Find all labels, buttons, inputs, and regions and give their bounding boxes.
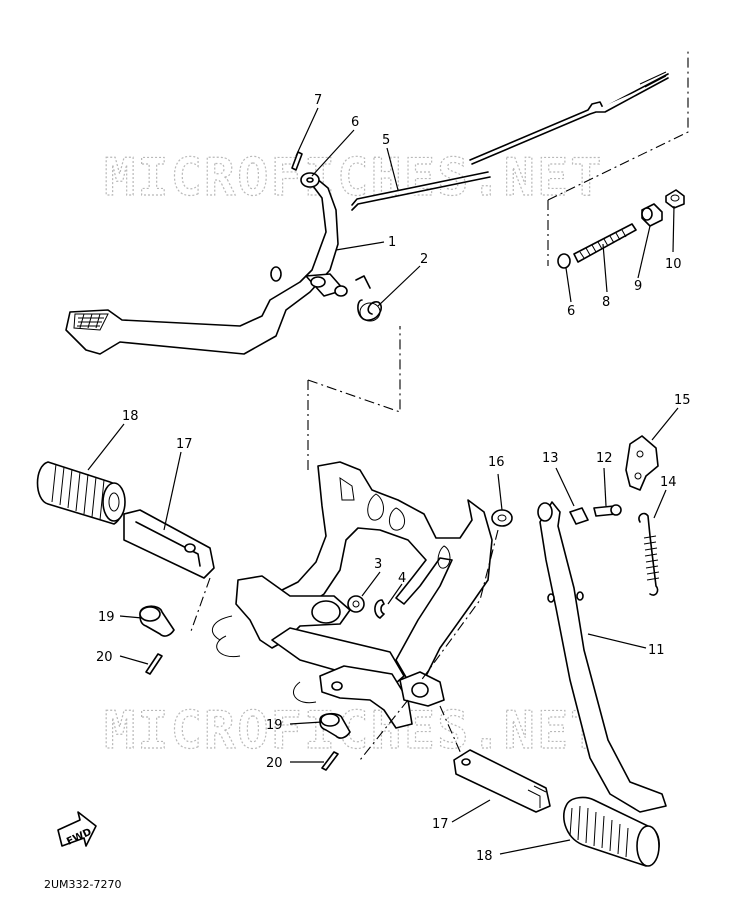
pin-part-19-lower [319, 712, 351, 739]
callout-20-left: 20 [96, 650, 113, 665]
collar-part-13 [569, 507, 589, 525]
nut-part-10 [665, 189, 685, 209]
callout-6-right: 6 [567, 304, 575, 319]
brake-pedal-part-1 [65, 177, 348, 355]
sidestand-part-11 [537, 501, 667, 813]
collar-part-16 [491, 509, 513, 527]
callout-17-right: 17 [432, 817, 449, 832]
callout-15: 15 [674, 393, 691, 408]
brake-rod-part-5 [351, 71, 669, 211]
assembly-lines [189, 50, 689, 761]
callout-18-right: 18 [476, 849, 493, 864]
callout-16: 16 [488, 455, 505, 470]
callout-3: 3 [374, 557, 382, 572]
callout-6-top: 6 [351, 115, 359, 130]
callout-2: 2 [420, 252, 428, 267]
callout-14: 14 [660, 475, 677, 490]
contour-lines [211, 615, 317, 704]
callout-10: 10 [665, 257, 682, 272]
bolt-part-12 [593, 504, 622, 517]
footrest-rubber-part-18-right [562, 796, 660, 867]
cotter-pin-part-20-lower [321, 751, 339, 771]
callout-12: 12 [596, 451, 613, 466]
callout-8: 8 [602, 295, 610, 310]
callout-13: 13 [542, 451, 559, 466]
callout-1: 1 [388, 235, 396, 250]
joint-part-9 [641, 203, 663, 227]
callout-19-left: 19 [98, 610, 115, 625]
cotter-pin-part-20-left [145, 653, 163, 675]
watermark-top: MICROFICHES.NET [104, 148, 604, 208]
callout-4: 4 [398, 571, 406, 586]
callout-11: 11 [648, 643, 665, 658]
circlip-part-4 [374, 599, 385, 619]
watermark-bottom: MICROFICHES.NET [104, 701, 604, 761]
callout-7: 7 [314, 93, 322, 108]
frame-assembly [235, 461, 493, 729]
footrest-rubber-part-18-left [36, 461, 126, 525]
pin-part-19-left [139, 605, 175, 637]
footrest-part-17-right [453, 749, 551, 813]
forward-arrow-icon: FWD [57, 811, 97, 848]
callouts: 7 6 5 1 2 6 8 9 10 15 18 17 16 13 12 14 … [96, 93, 691, 864]
leader-lines [87, 107, 679, 855]
callout-9: 9 [634, 279, 642, 294]
callout-17-left: 17 [176, 437, 193, 452]
footrest-part-17-left [123, 509, 215, 579]
washer-part-6-top [300, 172, 320, 188]
bracket-part-15 [625, 435, 659, 491]
callout-20-lower: 20 [266, 756, 283, 771]
diagram-code: 2UM332-7270 [44, 878, 122, 891]
spring-part-2 [355, 275, 382, 322]
spring-part-8 [573, 223, 637, 263]
cotter-pin-part-7 [291, 151, 303, 171]
washer-part-3 [347, 595, 365, 613]
washer-part-6-right [557, 253, 571, 269]
spring-part-14 [638, 512, 660, 596]
callout-18-left: 18 [122, 409, 139, 424]
callout-5: 5 [382, 133, 390, 148]
callout-19-lower: 19 [266, 718, 283, 733]
